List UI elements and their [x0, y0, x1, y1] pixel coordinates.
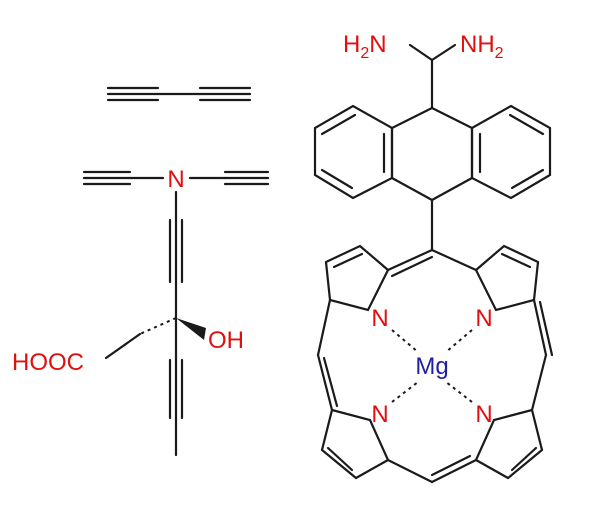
pyrrole-nitrogen-top-left: N — [371, 305, 388, 332]
magnesium-atom-label: Mg — [415, 353, 448, 380]
mg-porphyrin-molecule: H2N NH2 — [313, 31, 554, 484]
amine-right-label: NH2 — [460, 31, 504, 62]
wedge-bond — [176, 318, 206, 340]
butadiyne-molecule — [106, 86, 252, 102]
carboxyl-label: HOOC — [12, 349, 84, 376]
pyrrole-nitrogen-bottom-right: N — [475, 401, 492, 428]
pyrrole-nitrogen-bottom-left: N — [371, 401, 388, 428]
pyrrole-nitrogen-top-right: N — [475, 305, 492, 332]
hydroxyl-label: OH — [208, 327, 244, 354]
amine-left-label: H2N — [343, 31, 387, 62]
nitrogen-atom-label: N — [167, 166, 184, 193]
hydroxy-acid-molecule: N OH HOOC — [12, 166, 270, 457]
